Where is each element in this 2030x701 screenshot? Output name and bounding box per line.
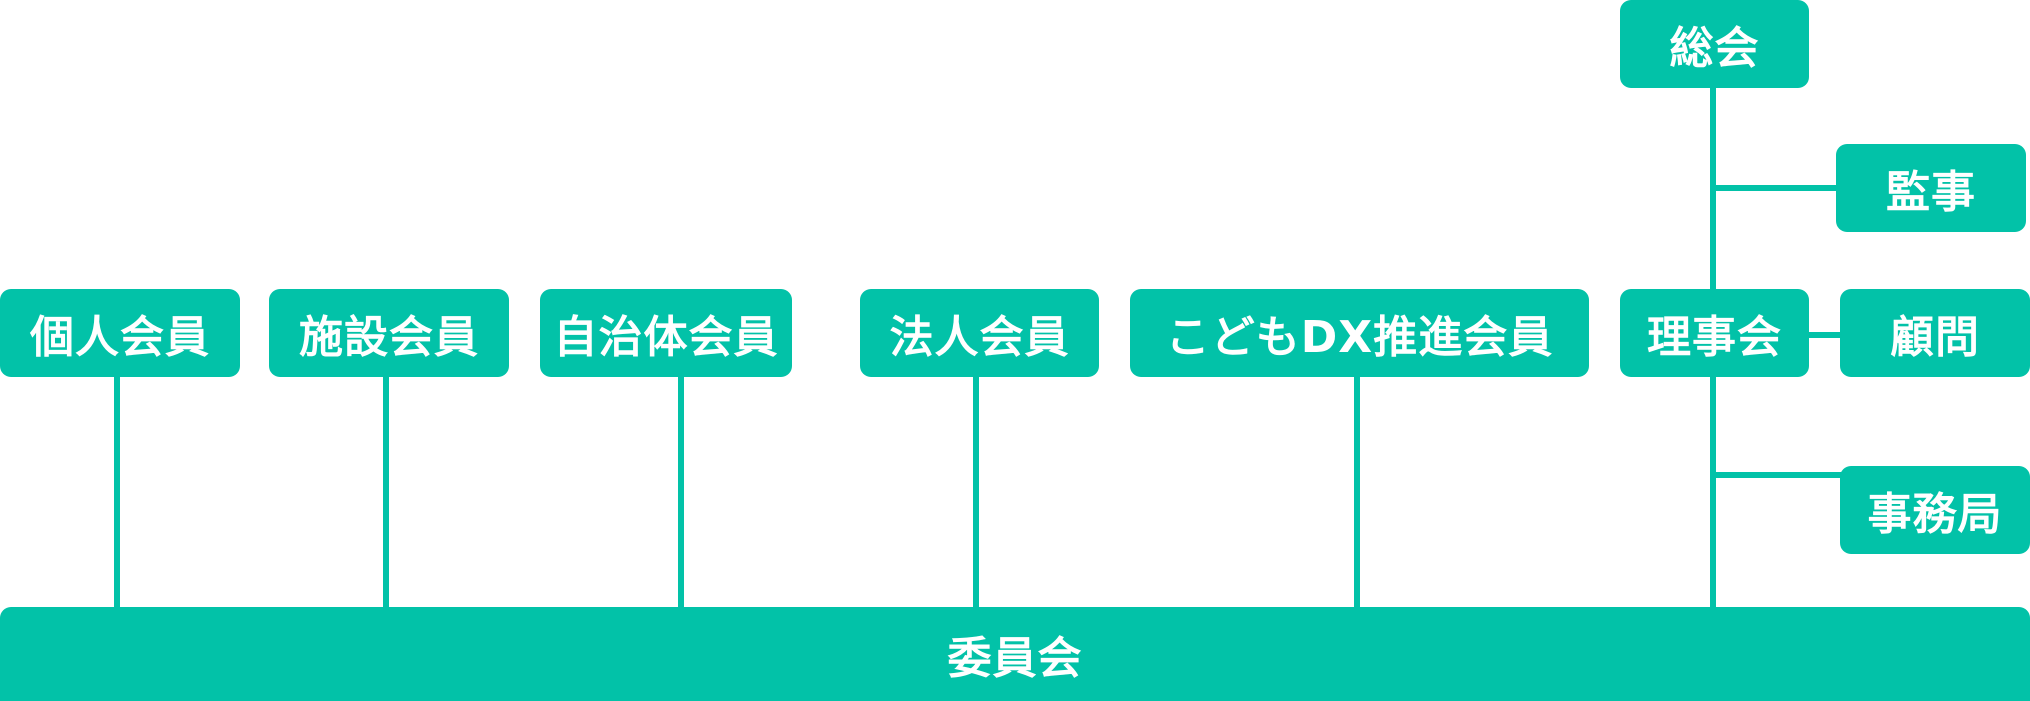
member-label: 法人会員: [889, 312, 1070, 363]
general-assembly-box: 総会: [1620, 0, 1809, 88]
member-box-municipality: 自治体会員: [540, 289, 792, 377]
general-assembly-label: 総会: [1669, 23, 1760, 74]
member-label: 個人会員: [30, 312, 210, 363]
connector-line: [678, 377, 684, 609]
auditor-box: 監事: [1836, 144, 2026, 232]
member-box-individual: 個人会員: [0, 289, 240, 377]
connector-line: [114, 377, 120, 609]
member-label: こどもDX推進会員: [1165, 312, 1554, 363]
member-label: 施設会員: [299, 312, 479, 363]
board-box: 理事会: [1620, 289, 1809, 377]
member-box-corporate: 法人会員: [860, 289, 1099, 377]
connector-line: [1807, 332, 1842, 338]
connector-line: [1354, 377, 1360, 609]
auditor-label: 監事: [1886, 167, 1976, 218]
connector-line: [973, 377, 979, 609]
advisor-box: 顧問: [1840, 289, 2030, 377]
connector-line: [1710, 472, 1842, 478]
secretariat-box: 事務局: [1840, 466, 2030, 554]
advisor-label: 顧問: [1890, 312, 1980, 363]
board-label: 理事会: [1647, 312, 1782, 363]
member-box-facility: 施設会員: [269, 289, 509, 377]
connector-line: [1710, 185, 1838, 191]
member-label: 自治体会員: [553, 312, 779, 363]
member-box-kodomo-dx: こどもDX推進会員: [1130, 289, 1589, 377]
committee-label: 委員会: [947, 633, 1083, 684]
committee-box: 委員会: [0, 607, 2030, 701]
secretariat-label: 事務局: [1867, 489, 2003, 540]
connector-line: [383, 377, 389, 609]
